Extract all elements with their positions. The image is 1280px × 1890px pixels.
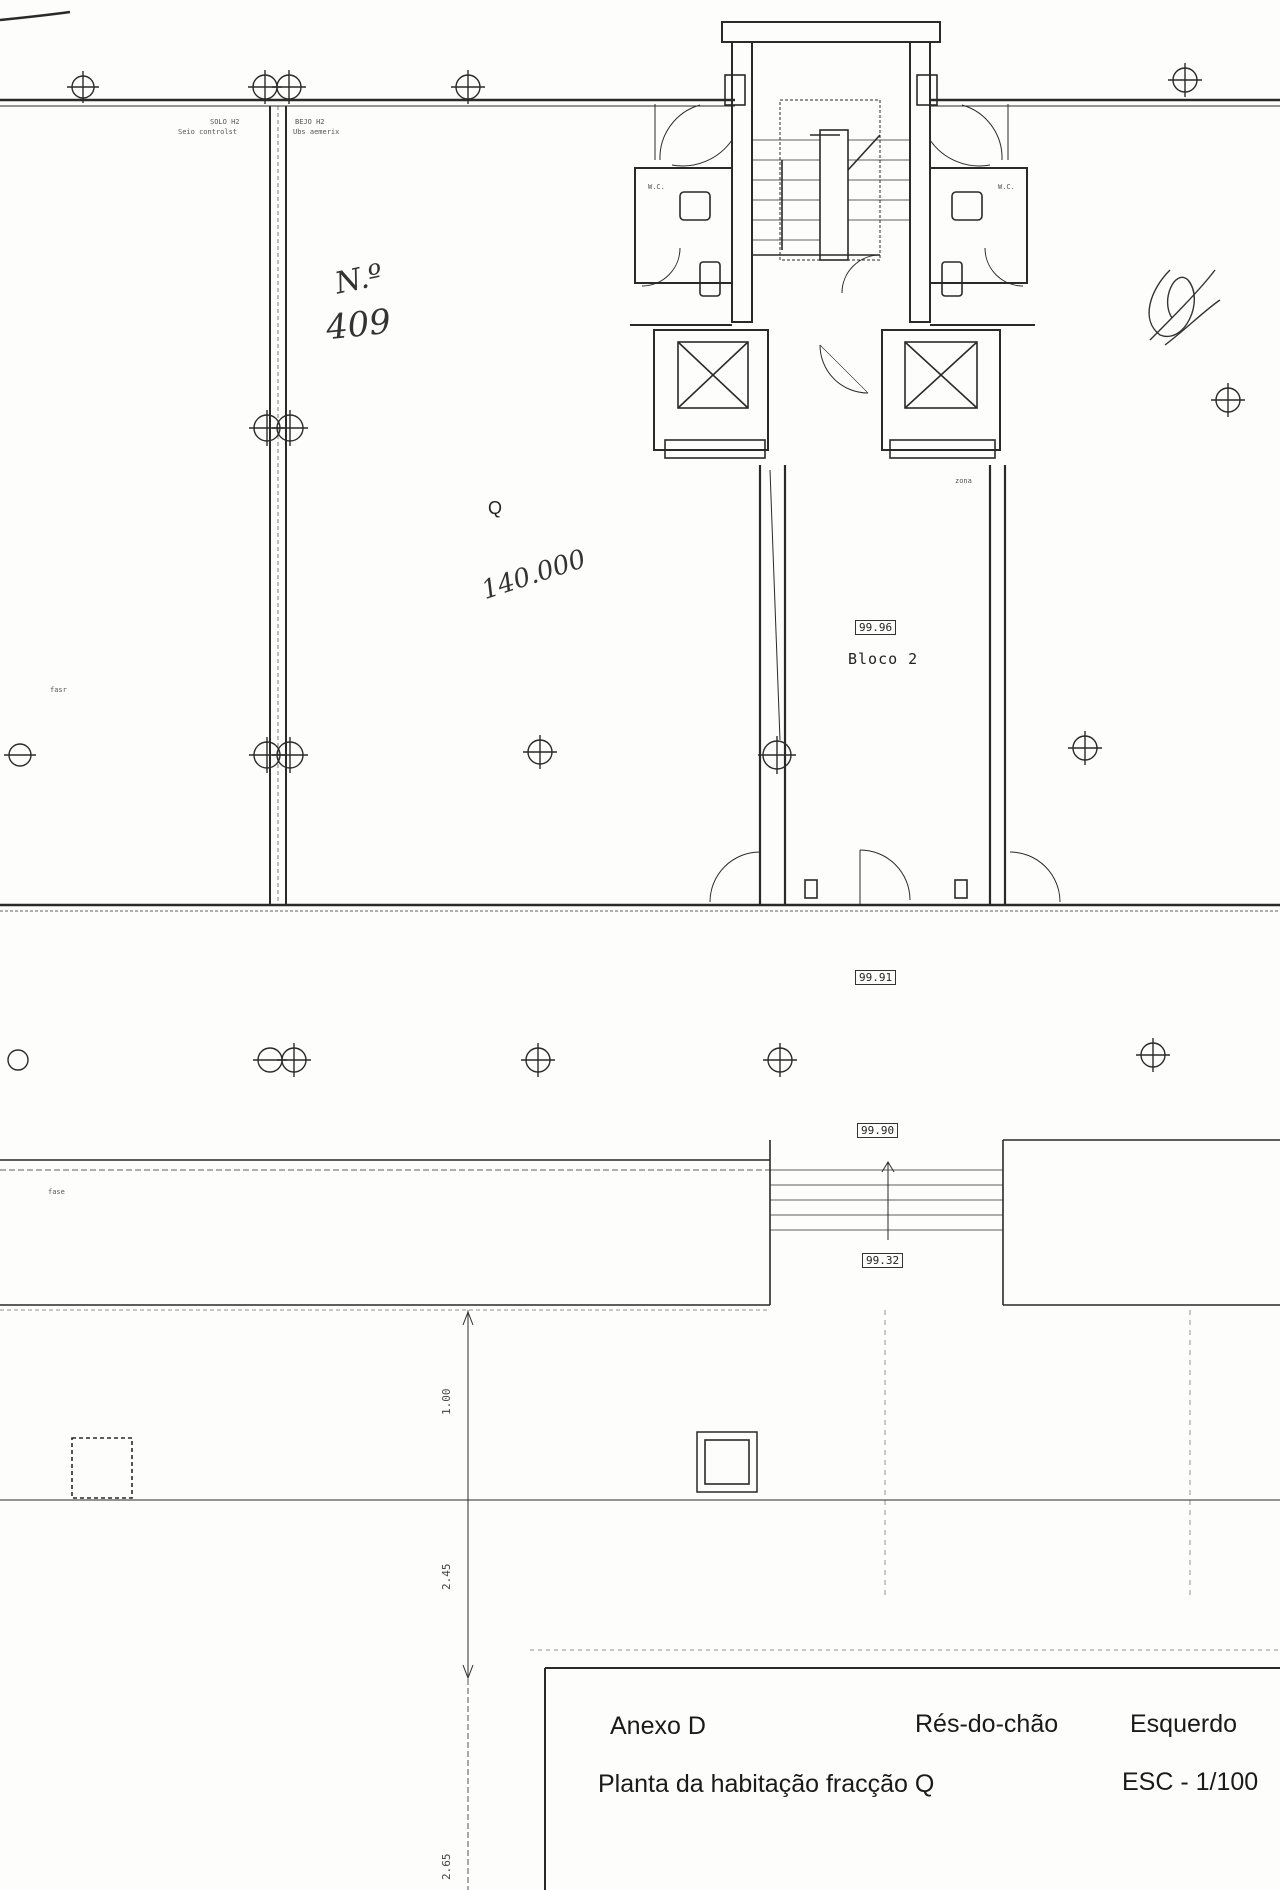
title-description: Planta da habitação fracção Q xyxy=(598,1770,935,1798)
signature xyxy=(1148,269,1221,346)
exterior xyxy=(0,1139,1280,1890)
block-name: Bloco 2 xyxy=(848,650,919,668)
elevator-right xyxy=(881,329,1001,459)
column-markers xyxy=(4,63,1245,1077)
dimension-1: 1.00 xyxy=(440,1388,453,1416)
title-annex: Anexo D xyxy=(610,1712,706,1740)
level-marker-4: 99.32 xyxy=(862,1253,904,1268)
small-note-1: fasr xyxy=(50,686,67,694)
room-label-3: BEJO H2 xyxy=(295,118,325,126)
title-scale: ESC - 1/100 xyxy=(1122,1768,1259,1796)
lobby xyxy=(709,465,1061,905)
small-note-2: fase xyxy=(48,1188,65,1196)
level-marker-3: 99.90 xyxy=(857,1123,899,1138)
stair-core xyxy=(721,21,941,323)
room-label-1: SOLO H2 xyxy=(210,118,240,126)
room-label-2: Seio controlst xyxy=(178,128,238,136)
dimension-3: 2.65 xyxy=(440,1853,453,1881)
wc-right-label: W.C. xyxy=(998,183,1015,191)
wc-right xyxy=(929,139,1035,326)
title-floor: Rés-do-chão xyxy=(915,1710,1059,1738)
title-side: Esquerdo xyxy=(1130,1710,1238,1738)
zone-label: zona xyxy=(955,477,972,485)
dimension-2: 2.45 xyxy=(440,1563,453,1591)
room-label-4: Ubs aemerix xyxy=(293,128,340,136)
level-marker-2: 99.91 xyxy=(855,970,897,985)
wc-left xyxy=(630,139,733,326)
title-block-frame xyxy=(544,1667,1280,1890)
elevator-left xyxy=(653,329,769,459)
level-marker-1: 99.96 xyxy=(855,620,897,635)
wc-left-label: W.C. xyxy=(648,183,665,191)
fraction-letter: Q xyxy=(488,498,503,518)
dimension-lines xyxy=(458,1310,478,1680)
handwritten-number: 409 xyxy=(324,301,393,349)
pen-stroke-mark xyxy=(0,10,71,22)
